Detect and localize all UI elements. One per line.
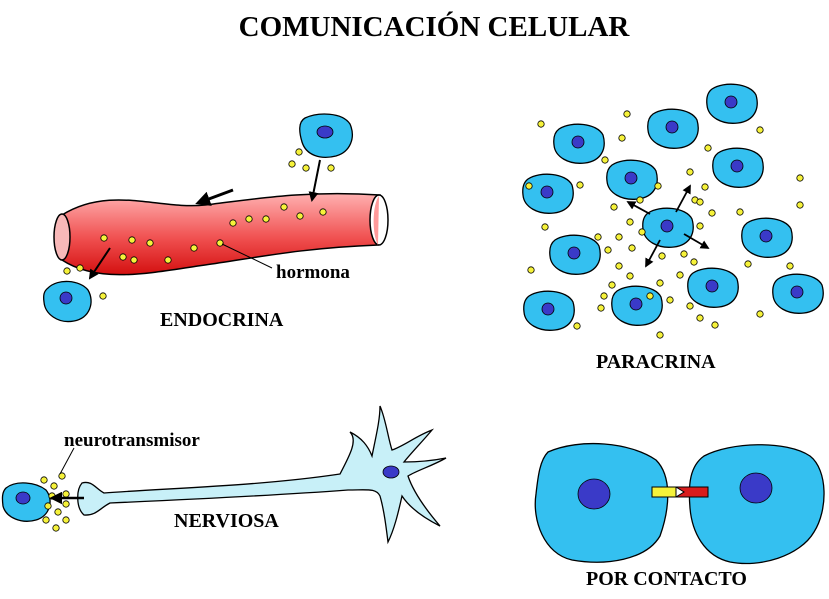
paracrine-molecule (704, 144, 712, 152)
diffusion-arrows (626, 184, 710, 268)
paracrine-molecule (686, 302, 694, 310)
neurotransmitter-label: neurotransmisor (64, 430, 200, 451)
paracrine-molecule (638, 228, 646, 236)
paracrine-cell (647, 108, 699, 149)
endocrine-source-cell (299, 113, 353, 158)
paracrine-molecule (594, 233, 602, 241)
paracrine-molecule (527, 266, 535, 274)
nervous-panel: neurotransmisor NERVIOSA (1, 405, 447, 545)
paracrine-molecule (525, 182, 533, 190)
neurotransmitter-pointer (59, 447, 75, 475)
paracrine-molecule (686, 168, 694, 176)
paracrine-molecules (525, 110, 804, 339)
contact-cell-right (688, 444, 825, 565)
paracrine-molecule (656, 331, 664, 339)
endocrine-panel: hormona ENDOCRINA (42, 113, 389, 331)
secretion-arrow-icon (308, 159, 321, 202)
paracrine-molecule (656, 279, 664, 287)
paracrine-molecule (610, 203, 618, 211)
paracrine-molecule (654, 182, 662, 190)
endocrine-label: ENDOCRINA (160, 309, 284, 331)
paracrine-molecule (796, 201, 804, 209)
paracrine-cell (553, 123, 605, 164)
hormone-molecules (63, 148, 335, 300)
paracrine-molecule (736, 208, 744, 216)
paracrine-panel: PARACRINA (522, 83, 824, 373)
paracrine-molecule (690, 258, 698, 266)
paracrine-molecule (576, 181, 584, 189)
paracrine-cell (642, 207, 694, 248)
nervous-target-cell (1, 482, 51, 522)
flow-arrow-icon (195, 188, 234, 206)
paracrine-molecule (628, 244, 636, 252)
paracrine-molecule (537, 120, 545, 128)
paracrine-molecule (701, 183, 709, 191)
paracrine-molecule (604, 246, 612, 254)
paracrine-molecule (636, 196, 644, 204)
paracrine-molecule (573, 322, 581, 330)
paracrine-molecule (623, 110, 631, 118)
paracrine-molecule (600, 292, 608, 300)
paracrine-molecule (597, 304, 605, 312)
paracrine-cell (706, 83, 758, 124)
paracrine-cell (523, 290, 575, 331)
paracrine-cell (549, 234, 601, 275)
target-arrow-icon (88, 247, 111, 280)
paracrine-cell (522, 173, 574, 214)
contact-cell-left (534, 443, 669, 563)
paracrine-molecule (618, 134, 626, 142)
paracrine-molecule (608, 281, 616, 289)
paracrine-cell (687, 267, 739, 308)
paracrine-molecule (708, 209, 716, 217)
paracrine-molecule (658, 252, 666, 260)
paracrine-cell (611, 285, 663, 326)
paracrine-cell (741, 217, 793, 258)
paracrine-label: PARACRINA (596, 351, 716, 373)
contact-label: POR CONTACTO (586, 568, 747, 590)
paracrine-molecule (666, 296, 674, 304)
paracrine-cell (606, 159, 658, 200)
paracrine-molecule (601, 156, 609, 164)
paracrine-molecule (756, 126, 764, 134)
paracrine-molecule (744, 260, 752, 268)
contact-panel: POR CONTACTO (534, 443, 825, 590)
paracrine-molecule (626, 218, 634, 226)
paracrine-molecule (676, 271, 684, 279)
paracrine-molecule (786, 262, 794, 270)
paracrine-cell (772, 273, 824, 314)
paracrine-molecule (756, 310, 764, 318)
paracrine-molecule (680, 250, 688, 258)
neuron-icon (77, 405, 447, 545)
nervous-label: NERVIOSA (174, 510, 279, 532)
hormone-pointer (221, 243, 273, 269)
paracrine-molecule (646, 292, 654, 300)
paracrine-molecule (796, 174, 804, 182)
hormone-label: hormona (276, 262, 350, 283)
paracrine-molecule (615, 233, 623, 241)
paracrine-molecule (711, 321, 719, 329)
paracrine-molecule (696, 198, 704, 206)
paracrine-molecule (541, 223, 549, 231)
paracrine-cell (712, 147, 764, 188)
diagram-title: COMUNICACIÓN CELULAR (239, 10, 631, 43)
ligand-receptor-icon (651, 486, 709, 498)
paracrine-molecule (615, 262, 623, 270)
paracrine-molecule (696, 314, 704, 322)
endocrine-target-cell (42, 280, 92, 323)
paracrine-molecule (696, 222, 704, 230)
paracrine-cells (522, 83, 824, 331)
paracrine-molecule (626, 272, 634, 280)
